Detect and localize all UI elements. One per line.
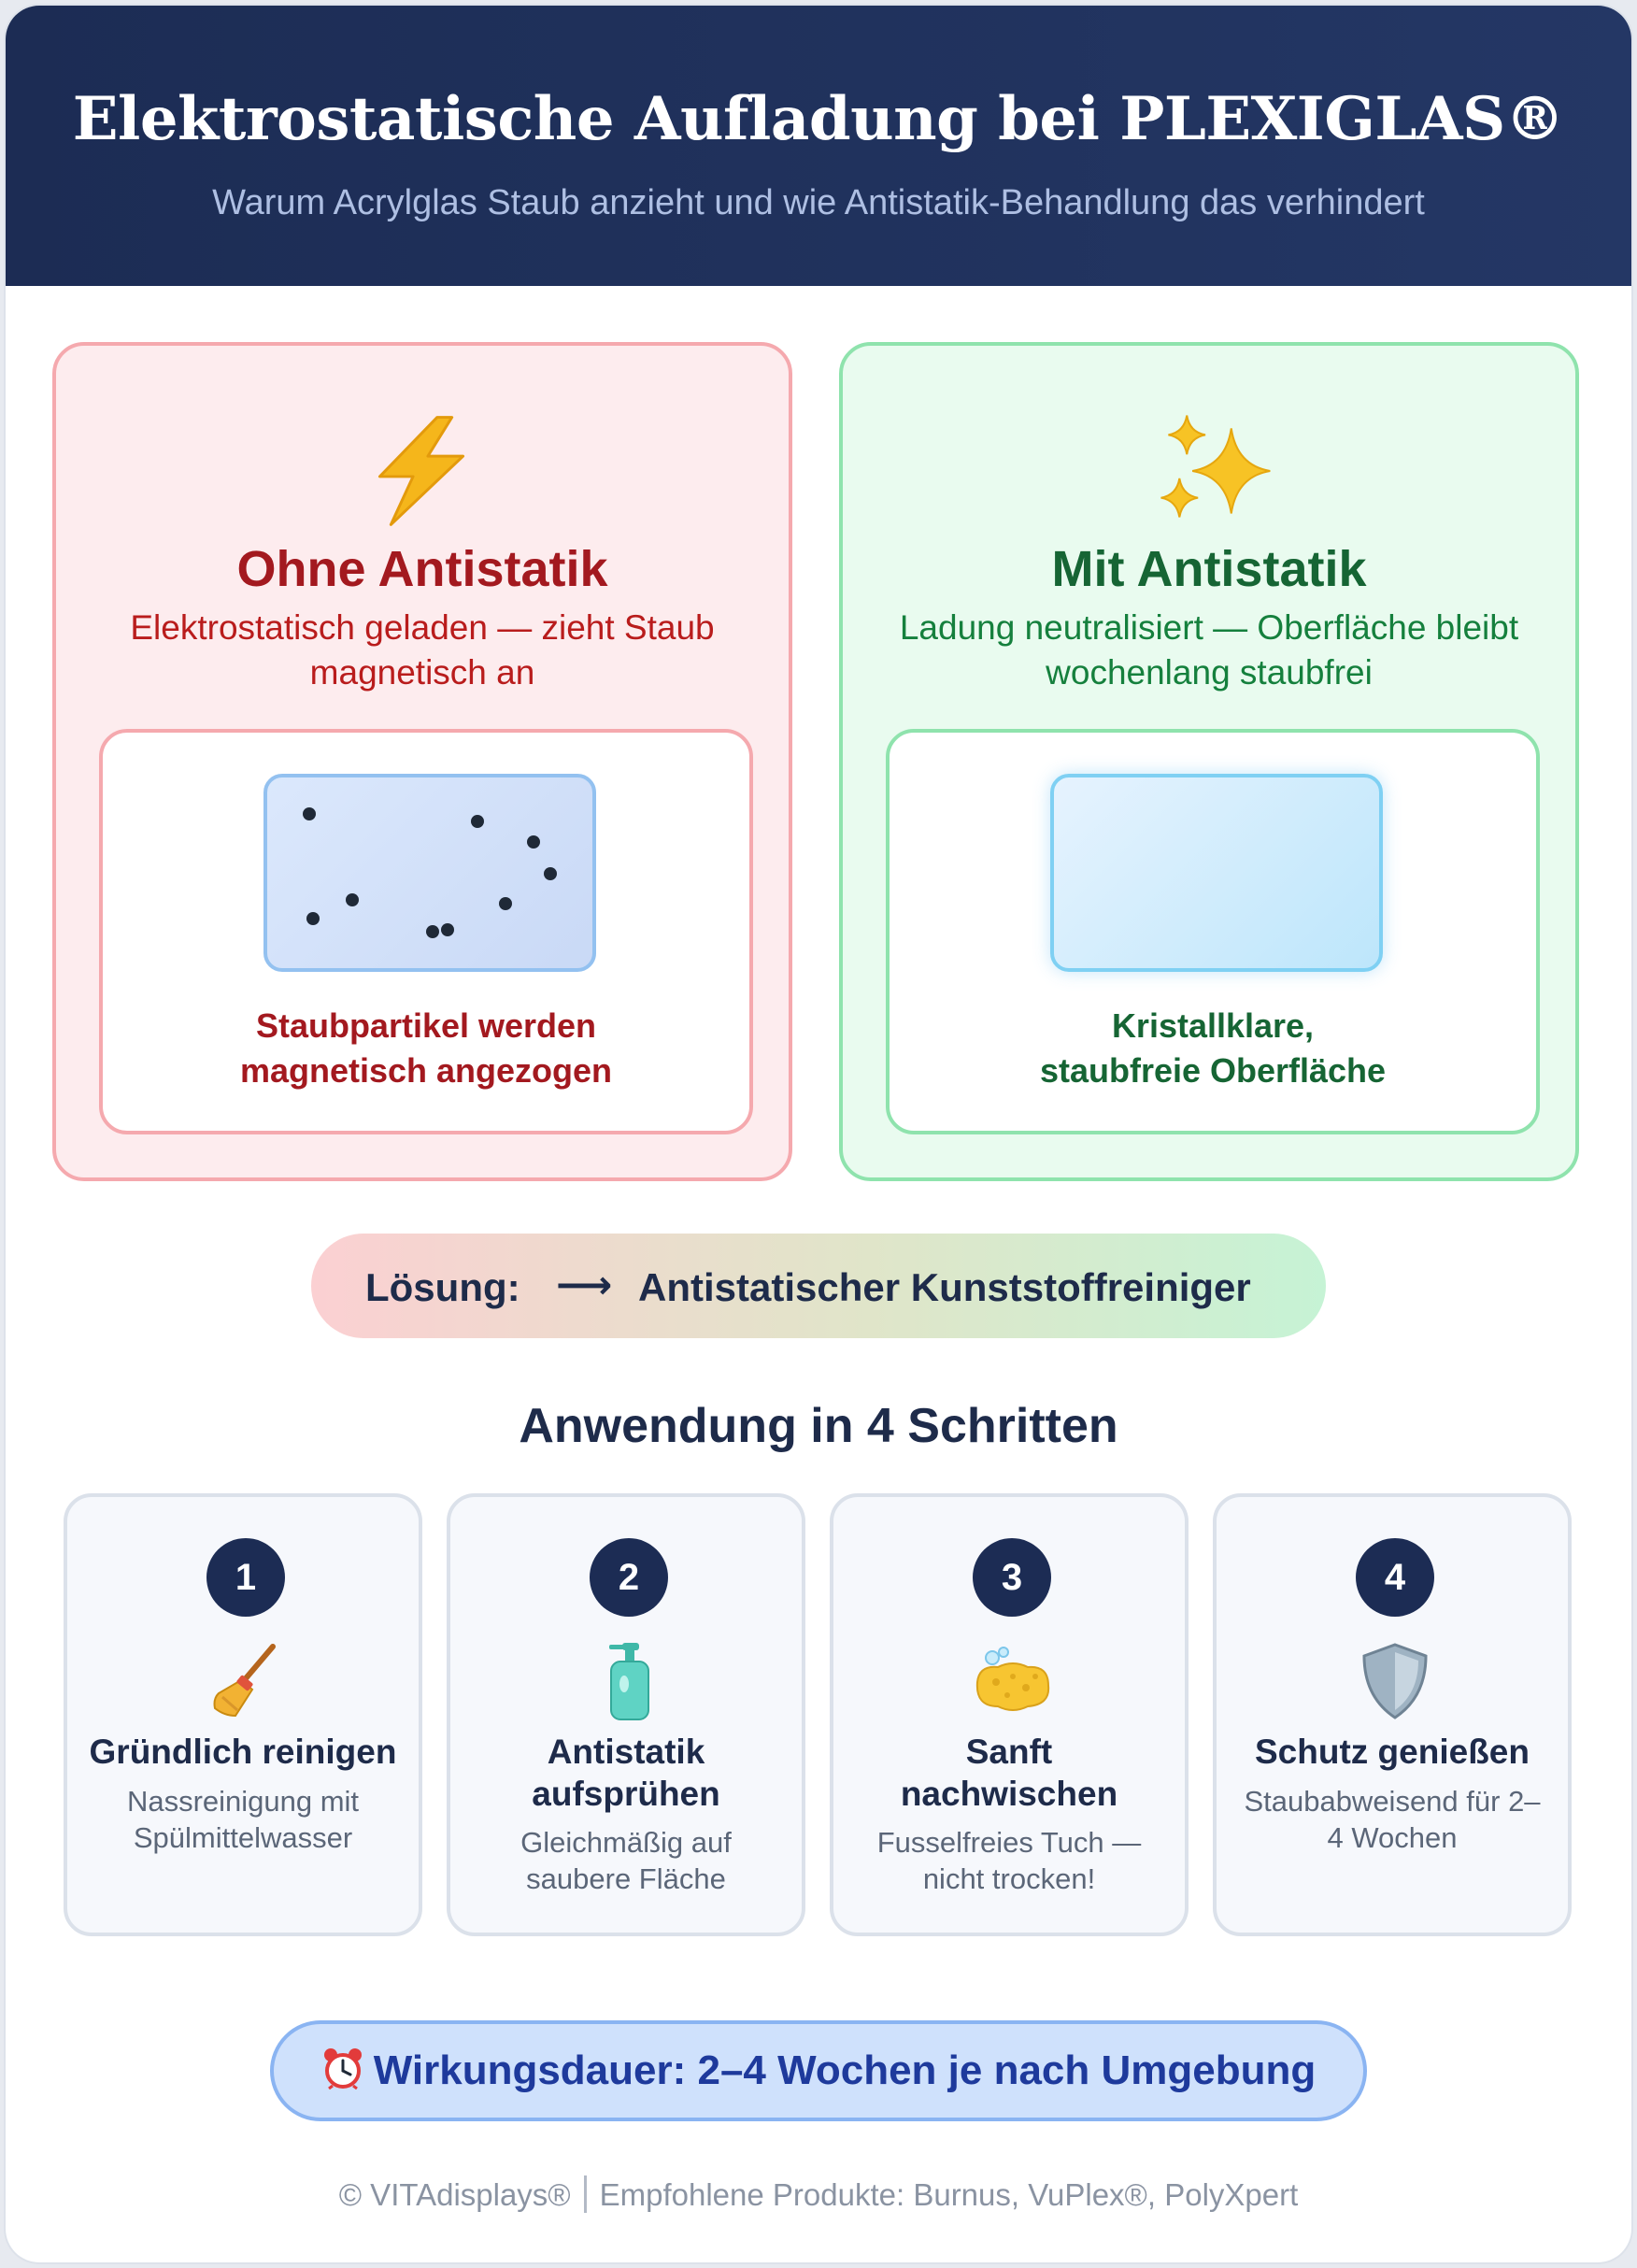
panel-with-antistatic: Mit Antistatik Ladung neutralisiert — Ob… — [839, 342, 1579, 1181]
footer-divider — [583, 2175, 587, 2213]
step-card-2: 2 Antistatik aufsprühen Gleichmäßig auf … — [447, 1493, 805, 1936]
shield-icon — [1353, 1639, 1437, 1723]
step-number: 3 — [973, 1538, 1051, 1617]
dust-particle — [426, 925, 439, 938]
step-card-3: 3 Sanft nachwischen Fusselfreies Tuch — … — [830, 1493, 1189, 1936]
arrow-right-icon: ⟶ — [556, 1262, 613, 1306]
dust-particle — [527, 835, 540, 849]
step-text: Staubabweisend für 2–4 Wochen — [1244, 1785, 1541, 1854]
sponge-icon — [970, 1639, 1054, 1723]
dust-particle — [441, 923, 454, 936]
solution-label: Lösung: — [365, 1265, 520, 1309]
duration-banner: Wirkungsdauer: 2–4 Wochen je nach Umgebu… — [270, 2020, 1367, 2121]
solution-banner: Lösung: ⟶ Antistatischer Kunststoffreini… — [311, 1234, 1326, 1338]
panel-description: Elektrostatisch geladen — zieht Staub ma… — [130, 608, 715, 692]
caption-line: staubfreie Oberfläche — [1039, 1051, 1387, 1090]
steps-title: Anwendung in 4 Schritten — [519, 1399, 1118, 1453]
step-text: Fusselfreies Tuch — nicht trocken! — [876, 1826, 1142, 1895]
panel-title: Ohne Antistatik — [236, 541, 608, 597]
footer-copyright: © VITAdisplays® — [338, 2177, 571, 2212]
surface-caption: Kristallklare, staubfreie Oberfläche — [918, 1004, 1508, 1093]
step-number: 2 — [590, 1538, 668, 1617]
step-title: Sanft nachwischen — [900, 1733, 1118, 1813]
dust-particle — [544, 867, 557, 880]
page-title: Elektrostatische Aufladung bei PLEXIGLAS… — [72, 84, 1565, 154]
step-text: Nassreinigung mit Spülmittelwasser — [126, 1785, 360, 1854]
acrylic-sheet-dusty — [263, 774, 596, 972]
surface-caption: Staubpartikel werden magnetisch angezoge… — [131, 1004, 721, 1093]
caption-line: Kristallklare, — [1111, 1006, 1315, 1045]
infographic-card: Elektrostatische Aufladung bei PLEXIGLAS… — [6, 6, 1631, 2262]
sparkles-icon — [843, 409, 1575, 531]
step-card-4: 4 Schutz genießen Staubabweisend für 2–4… — [1213, 1493, 1572, 1936]
solution-text: Antistatischer Kunststoffreiniger — [638, 1265, 1251, 1309]
step-title: Schutz genießen — [1255, 1733, 1530, 1771]
acrylic-sheet-clean — [1050, 774, 1383, 972]
alarm-clock-icon — [321, 2047, 374, 2093]
panel-title: Mit Antistatik — [1051, 541, 1367, 597]
step-title: Antistatik aufsprühen — [532, 1733, 720, 1813]
surface-example: Kristallklare, staubfreie Oberfläche — [886, 729, 1540, 1134]
dust-particle — [306, 912, 320, 925]
dust-particle — [471, 815, 484, 828]
step-number: 1 — [206, 1538, 285, 1617]
broom-icon — [204, 1639, 288, 1723]
panel-description: Ladung neutralisiert — Oberfläche bleibt… — [899, 608, 1519, 692]
step-text: Gleichmäßig auf saubere Fläche — [520, 1826, 732, 1895]
step-number: 4 — [1356, 1538, 1434, 1617]
page-subtitle: Warum Acrylglas Staub anzieht und wie An… — [212, 183, 1425, 222]
spray-bottle-icon — [587, 1639, 671, 1723]
caption-line: magnetisch angezogen — [239, 1051, 613, 1090]
dust-particle — [499, 897, 512, 910]
lightning-icon — [56, 409, 789, 531]
surface-example: Staubpartikel werden magnetisch angezoge… — [99, 729, 753, 1134]
panel-without-antistatic: Ohne Antistatik Elektrostatisch geladen … — [52, 342, 792, 1181]
dust-particle — [346, 893, 359, 906]
step-title: Gründlich reinigen — [89, 1733, 397, 1771]
footer-products: Empfohlene Produkte: Burnus, VuPlex®, Po… — [599, 2177, 1299, 2212]
caption-line: Staubpartikel werden — [255, 1006, 597, 1045]
dust-particle — [303, 807, 316, 820]
footer: © VITAdisplays® Empfohlene Produkte: Burn… — [6, 2175, 1631, 2213]
step-card-1: 1 Gründlich reinigen Nassreinigung mit S… — [64, 1493, 422, 1936]
header: Elektrostatische Aufladung bei PLEXIGLAS… — [6, 6, 1631, 286]
duration-text: Wirkungsdauer: 2–4 Wochen je nach Umgebu… — [373, 2047, 1317, 2093]
